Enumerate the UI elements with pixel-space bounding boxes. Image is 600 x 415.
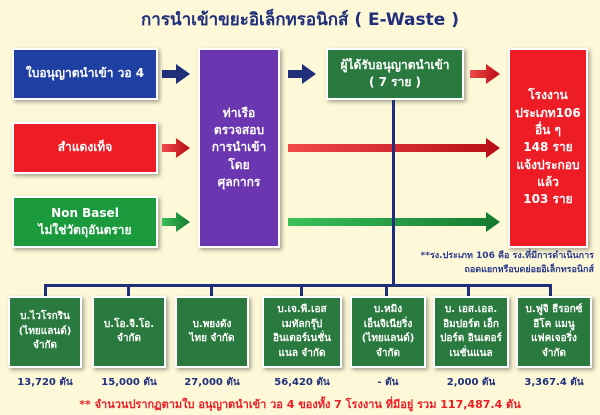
importer-2-amount: 15,000 ตัน	[101, 377, 157, 388]
footer-total-note: ** จำนวนปรากฏตามใบ อนุญาตนำเข้า วอ 4 ของ…	[79, 398, 521, 411]
importer-2: บ.โอ.จิ.โอ. จำกัด	[92, 296, 166, 368]
source-license-vo4: ใบอนุญาตนำเข้า วอ 4	[12, 48, 158, 100]
importer-3-amount: 27,000 ตัน	[184, 377, 240, 388]
importer-6-amount: 2,000 ตัน	[446, 377, 496, 388]
arrow-licensee-to-factories	[470, 64, 500, 84]
arrow-nonbasel-to-port	[162, 212, 190, 232]
importer-7: บ.ฟูจิ ธีรอกซ์ อีโค แมนู แฟคเจอริ่ง จำกั…	[516, 296, 592, 368]
factory-type-note: **รง.ประเภท 106 คือ รง.ที่มีการดำเนินการ…	[420, 251, 594, 275]
connector-bus	[44, 284, 552, 287]
connector-licensee-down	[392, 100, 395, 286]
importer-3: บ.พยงดัง ไทย จำกัด	[175, 296, 249, 368]
flow-arrows	[44, 64, 552, 296]
importer-5: บ.หมิง เอ็นจิเนียริ่ง (ไทยแลนด์) จำกัด	[350, 296, 426, 368]
licensee-box: ผู้ได้รับอนุญาตนำเข้า ( 7 ราย )	[326, 48, 464, 100]
importer-4-amount: 56,420 ตัน	[274, 377, 330, 388]
source-non-basel: Non Basel ไม่ใช่วัตถุอันตราย	[12, 196, 158, 248]
importer-4: บ.เจ.พี.เอส เมทัลกรุ๊ป อินเตอร์เนชั่น แน…	[262, 296, 342, 368]
importer-1-amount: 13,720 ตัน	[17, 377, 73, 388]
importer-7-amount: 3,367.4 ตัน	[524, 377, 584, 388]
page-title: การนำเข้าขยะอิเล็กทรอนิกส์ ( E-Waste )	[141, 10, 459, 30]
arrow-false-to-port	[162, 138, 190, 158]
port-customs-box: ท่าเรือ ตรวจสอบ การนำเข้า โดย ศุลกากร	[198, 48, 280, 248]
importer-6: บ. เอส.เอล. อิมปอร์ต เอ็ก ปอร์ต อินเตอร์…	[433, 296, 509, 368]
importer-5-amount: - ตัน	[377, 377, 399, 388]
importer-1: บ.ไวโรกริน (ไทยแลนด์) จำกัด	[8, 296, 82, 368]
arrow-port-to-licensee	[288, 64, 316, 84]
arrow-license-to-port	[162, 64, 190, 84]
factory-106-box: โรงงาน ประเภท106 อื่น ๆ 148 ราย แจ้งประก…	[508, 48, 588, 248]
source-false-declaration: สำแดงเท็จ	[12, 122, 158, 174]
